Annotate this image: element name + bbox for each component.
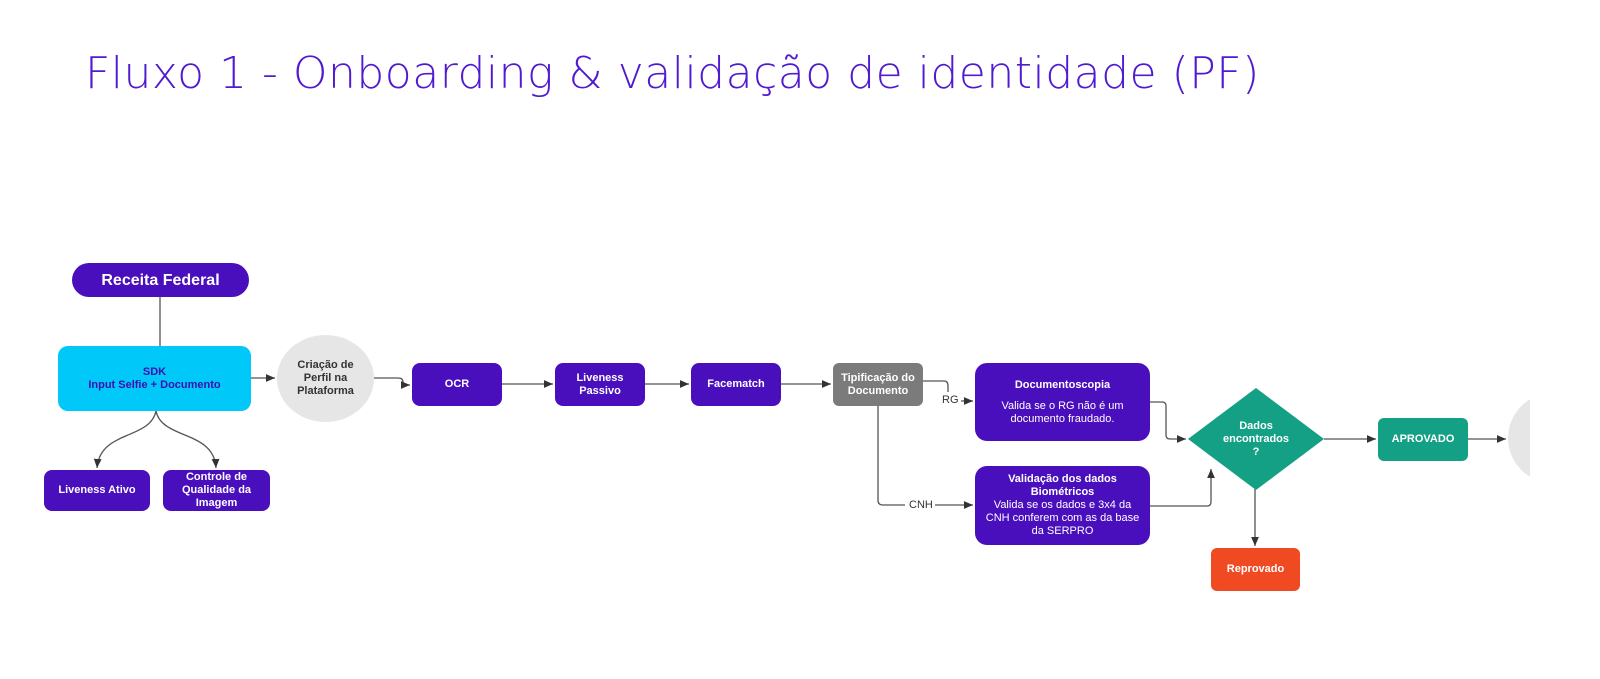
node-label: SDK: [142, 365, 167, 378]
edge-docscopia-decision: [1150, 401, 1186, 443]
node-liveness-ativo: Liveness Ativo: [44, 470, 150, 511]
node-label: Dados encontrados ?: [1222, 419, 1289, 458]
node-liveness-passivo: Liveness Passivo: [555, 363, 645, 406]
decision-label-wrap: Dados encontrados ?: [1221, 413, 1291, 465]
node-reprovado: Reprovado: [1211, 548, 1300, 591]
node-label: Criação de Perfil na Plataforma: [297, 359, 354, 397]
edge-sdk-controle: [155, 410, 220, 469]
node-decision-dados-encontrados: Dados encontrados ?: [1188, 388, 1324, 490]
node-receita-federal: Receita Federal: [72, 263, 249, 297]
node-label: Documentoscopia: [1014, 378, 1111, 391]
node-label: Tipificação do Documento: [841, 371, 915, 397]
node-criacao-perfil: Criação de Perfil na Plataforma: [277, 335, 374, 422]
node-sublabel: Valida se o RG não é um documento frauda…: [1001, 399, 1124, 425]
edge-validacao-decision: [1150, 469, 1215, 507]
node-sublabel: Valida se os dados e 3x4 da CNH conferem…: [985, 499, 1140, 537]
node-label: OCR: [444, 378, 470, 390]
node-ocr: OCR: [412, 363, 502, 406]
node-sublabel: Input Selfie + Documento: [88, 378, 221, 391]
edge-tipificacao-rg: [923, 380, 949, 392]
node-aprovado: APROVADO: [1378, 418, 1468, 461]
node-controle-qualidade: Controle de Qualidade da Imagem: [163, 470, 270, 511]
node-label: Reprovado: [1226, 563, 1285, 575]
node-documentoscopia: Documentoscopia Valida se o RG não é um …: [975, 363, 1150, 441]
diamond-shape: [1188, 388, 1324, 490]
canvas-clip: [1530, 0, 1600, 679]
page-title: Fluxo 1 - Onboarding & validação de iden…: [85, 48, 1260, 99]
edge-criacao-ocr: [374, 377, 410, 389]
edge-tipificacao-cnh: [877, 406, 905, 506]
node-validacao-biometricos: Validação dos dados Biométricos Valida s…: [975, 466, 1150, 545]
edge-label-cnh: CNH: [907, 499, 935, 511]
node-label: Facematch: [707, 378, 765, 390]
node-sdk: SDK Input Selfie + Documento: [58, 346, 251, 411]
node-label: Receita Federal: [101, 271, 220, 289]
node-label: Controle de Qualidade da Imagem: [181, 471, 252, 509]
edge-sdk-liveness-ativo: [93, 410, 157, 469]
node-label: APROVADO: [1391, 433, 1455, 445]
edge-label-rg: RG: [940, 394, 961, 406]
node-label: Liveness Passivo: [576, 371, 624, 397]
node-label: Liveness Ativo: [58, 484, 136, 496]
node-label: Validação dos dados Biométricos: [1008, 473, 1117, 498]
node-tipificacao: Tipificação do Documento: [833, 363, 923, 406]
node-facematch: Facematch: [691, 363, 781, 406]
